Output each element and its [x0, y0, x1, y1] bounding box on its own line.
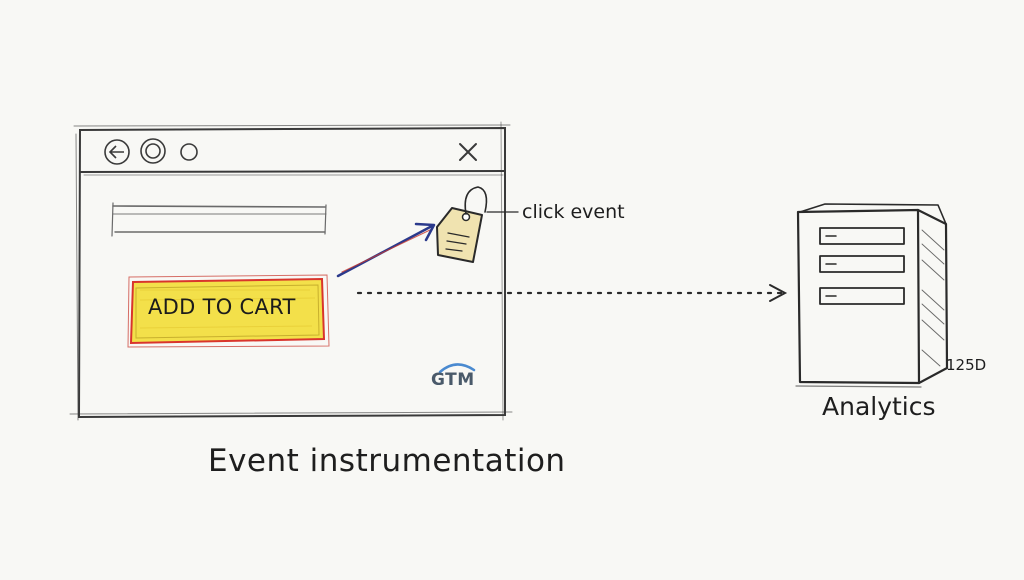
browser-window [69, 121, 513, 421]
analytics-label: Analytics [822, 392, 936, 421]
address-bar [111, 202, 327, 237]
add-to-cart-button-label: ADD TO CART [148, 295, 296, 319]
reload-icon [140, 138, 166, 164]
server-icon [795, 203, 949, 388]
dot-icon [180, 143, 198, 161]
click-event-label: click event [522, 201, 625, 223]
event-flow-arrow [356, 284, 788, 302]
back-icon [104, 139, 130, 165]
diagram-caption: Event instrumentation [208, 443, 566, 479]
tag-manager-label: GTM [431, 370, 475, 390]
tag-icon [436, 186, 519, 263]
gtm-logo-swoosh [438, 363, 476, 374]
server-code-label: 125D [946, 356, 987, 374]
add-to-cart-button-shape [127, 274, 330, 348]
close-icon [459, 143, 477, 161]
button-to-tag-arrow [336, 222, 436, 278]
